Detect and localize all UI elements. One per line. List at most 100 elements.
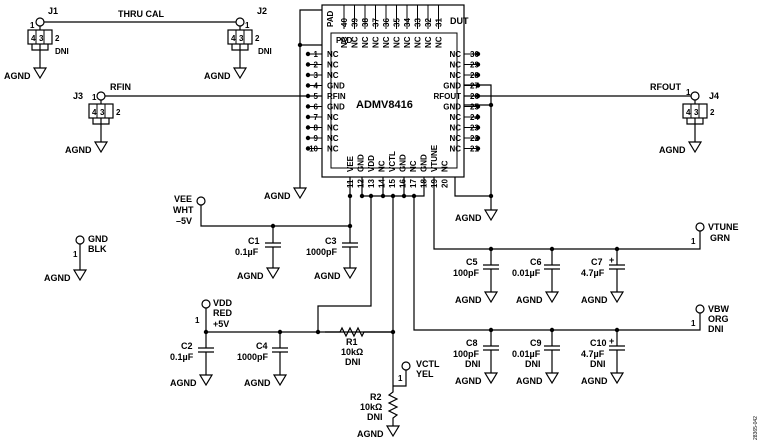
- pad-label: PAD: [336, 36, 353, 45]
- pin-name-left: NC: [327, 113, 339, 122]
- ground-triangle: [93, 141, 109, 154]
- agnd-label: AGND: [455, 376, 482, 386]
- pin-dot: [305, 83, 311, 88]
- resistor-r1: R1 10kΩ DNI: [318, 326, 393, 367]
- testpoint-vtune: VTUNE GRN 1: [691, 222, 739, 250]
- agnd-label: AGND: [659, 145, 686, 155]
- part-number: ADMV8416: [356, 99, 413, 111]
- pin-number-bottom: 17: [409, 179, 418, 188]
- pin-name-right: NC: [449, 50, 461, 59]
- pin-number-left: 4: [314, 82, 319, 91]
- testpoint-gnd: GND BLK 1: [73, 234, 109, 270]
- pin-name-left: NC: [327, 71, 339, 80]
- vdd-pin1: 1: [195, 316, 200, 325]
- chip-pad-outline: [330, 32, 458, 169]
- c3-value: 1000pF: [306, 247, 338, 257]
- vee-color: WHT: [173, 205, 194, 215]
- vtune-color: GRN: [710, 233, 730, 243]
- capacitor-c10: C10 4.7µF DNI +: [581, 330, 625, 373]
- pin-dot: [305, 135, 311, 141]
- pin-name-bottom: NC: [441, 160, 450, 172]
- pin-name-bottom: GND: [420, 154, 429, 172]
- c10-value: 4.7µF: [581, 349, 605, 359]
- pin-dot: [475, 72, 481, 78]
- c4-value: 1000pF: [237, 352, 269, 362]
- ground-triangle: [385, 425, 401, 438]
- pin-name-right: GND: [443, 82, 461, 91]
- pin-dot: [305, 62, 311, 67]
- pin-name-top: NC: [351, 36, 360, 48]
- pin-name-left: NC: [327, 124, 339, 133]
- pin-name-left: GND: [327, 103, 345, 112]
- j4-net-label: RFOUT: [650, 82, 681, 92]
- pin-dot: [475, 146, 481, 151]
- pin-name-top: NC: [361, 36, 370, 48]
- pad-top-pin-label: PAD: [326, 10, 335, 27]
- j3-pin2: 2: [116, 108, 121, 117]
- ground-triangle: [72, 269, 88, 282]
- pin-name-bottom: GND: [399, 154, 408, 172]
- j3-pin4: 4: [92, 108, 97, 117]
- testpoint-vdd: VDD RED +5V 1: [195, 298, 318, 333]
- pin-number-bottom: 15: [388, 179, 397, 188]
- capacitor-c9: C9 0.01µF DNI: [512, 330, 560, 373]
- pin-number-left: 6: [314, 103, 319, 112]
- pin-number-left: 9: [314, 134, 319, 143]
- pin-dot: [305, 104, 311, 109]
- pin-name-top: NC: [372, 36, 381, 48]
- testpoint-vctl: VCTL YEL 1: [393, 359, 440, 387]
- testpoint-vee: VEE WHT –5V: [173, 194, 350, 227]
- chip-body: [321, 4, 465, 178]
- pin-number-bottom: 20: [441, 179, 450, 188]
- pin-number-left: 3: [314, 71, 319, 80]
- agnd-label: AGND: [455, 295, 482, 305]
- ground-triangle: [609, 291, 625, 304]
- pin-name-bottom: GND: [357, 154, 366, 172]
- ground-triangle: [687, 141, 703, 154]
- pin-name-top: NC: [414, 36, 423, 48]
- pin-name-left: NC: [327, 134, 339, 143]
- capacitor-c1: C1 0.1µF: [235, 226, 281, 268]
- pin-number-right: 24: [470, 113, 479, 122]
- agnd-label: AGND: [516, 295, 543, 305]
- ground-triangle: [342, 267, 358, 280]
- j1-ref: J1: [48, 6, 58, 16]
- agnd-label: AGND: [4, 71, 31, 81]
- ground-triangle: [272, 374, 288, 387]
- ground-triangle: [232, 67, 248, 80]
- pin-name-top: NC: [403, 36, 412, 48]
- agnd-label: AGND: [581, 376, 608, 386]
- j1-dni: DNI: [55, 47, 69, 56]
- r1-ref: R1: [346, 337, 358, 347]
- ground-triangle: [32, 67, 48, 80]
- agnd-label: AGND: [516, 376, 543, 386]
- c2-ref: C2: [181, 341, 193, 351]
- pin-name-right: NC: [449, 61, 461, 70]
- c8-ref: C8: [466, 338, 478, 348]
- pin-name-right: NC: [449, 124, 461, 133]
- pin-number-left: 10: [309, 145, 318, 154]
- pin-dot: [305, 72, 311, 78]
- capacitor-c6: C6 0.01µF: [512, 249, 560, 292]
- pin-number-right: 22: [470, 134, 479, 143]
- j2-pin1: 1: [245, 21, 250, 30]
- j3-net-label: RFIN: [110, 82, 131, 92]
- connector-j4: J4 RFOUT 4 3 2 1: [464, 82, 719, 142]
- vbw-name: VBW: [708, 304, 730, 314]
- pin-name-left: RFIN: [327, 92, 346, 101]
- pin-number-right: 28: [470, 71, 479, 80]
- r2-ref: R2: [370, 392, 382, 402]
- pin-name-top: NC: [435, 36, 444, 48]
- pin-number-bottom: 12: [357, 179, 366, 188]
- pin-name-right: NC: [449, 113, 461, 122]
- pin-dot: [475, 135, 481, 141]
- c6-ref: C6: [530, 257, 542, 267]
- resistor-r2: R2 10kΩ DNI: [360, 332, 399, 426]
- c10-dni: DNI: [590, 359, 606, 369]
- pin-name-left: GND: [327, 82, 345, 91]
- pin-name-bottom: NC: [378, 160, 387, 172]
- c4-ref: C4: [256, 341, 268, 351]
